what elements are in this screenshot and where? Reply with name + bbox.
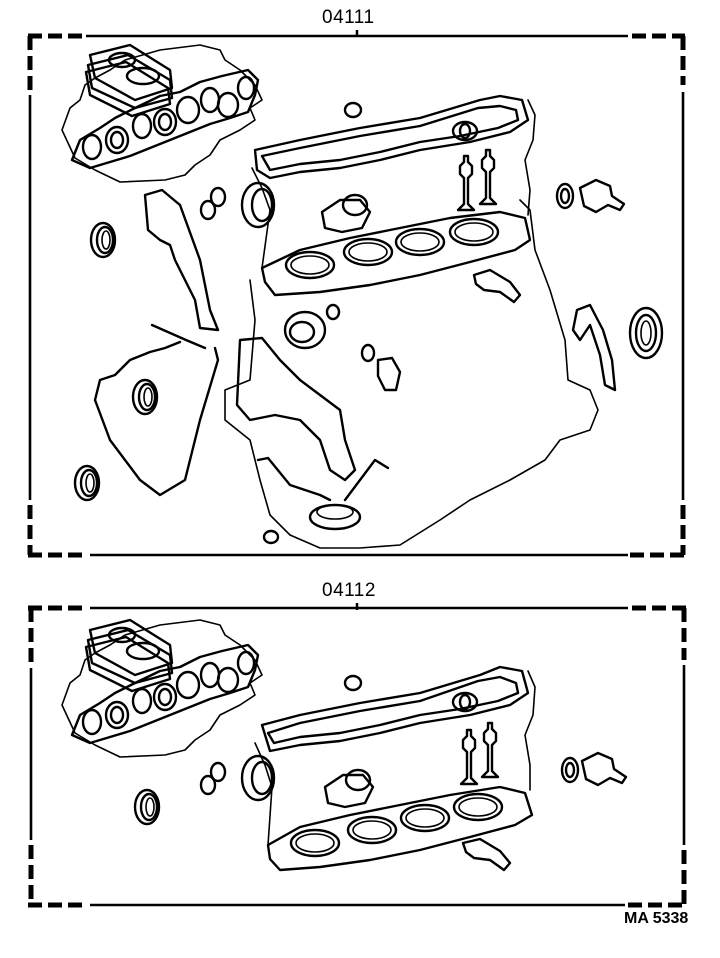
carburetor-gasket: [84, 43, 174, 118]
kit-label-04112: 04112: [322, 580, 376, 601]
panel-04111-parts: [61, 43, 664, 549]
panel-frame-04111: [27, 30, 686, 558]
rear-seal-retainer-gasket: [571, 303, 617, 392]
crank-front-oil-seal: [73, 464, 101, 502]
manifold-gasket: [70, 68, 260, 170]
kit-label-04111: 04111: [322, 7, 375, 28]
cylinder-head-gasket: [260, 210, 532, 297]
panel-frame-04112: [28, 603, 687, 908]
timing-cover-lower-gasket: [93, 340, 220, 497]
panel-04112-parts: [61, 618, 628, 872]
oil-pump-gasket: [235, 336, 357, 482]
block-outline: [224, 199, 599, 549]
reference-code: MA 5338: [624, 910, 689, 927]
timing-cover-upper-gasket: [143, 188, 220, 332]
head-cover-gasket: [253, 94, 530, 180]
cam-oil-seal: [89, 221, 117, 259]
intake-outline: [61, 44, 263, 183]
water-pump-gasket: [283, 310, 327, 350]
oil-strainer-gasket: [308, 503, 362, 531]
small-oil-seal: [131, 378, 159, 416]
crank-rear-oil-seal: [628, 306, 664, 360]
